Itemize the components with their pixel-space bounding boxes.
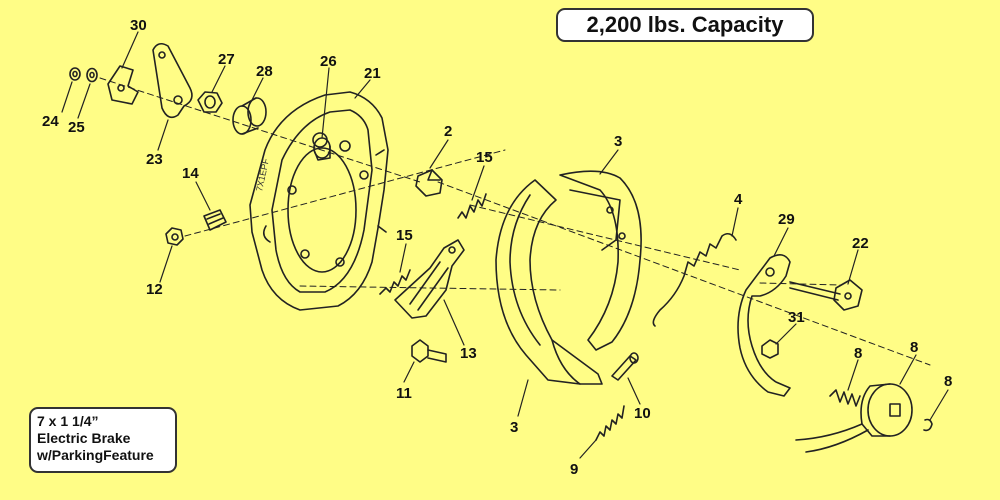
part-13-lever-plate [394,239,465,319]
callout-10: 10 [634,405,651,422]
part-24-nut [69,67,81,81]
callout-13: 13 [460,345,477,362]
backing-plate-stamp: 7X1EPF [254,157,271,192]
description-line-feature: w/ParkingFeature [37,447,154,463]
callout-11: 11 [396,385,412,402]
capacity-label: 2,200 lbs. Capacity [556,8,814,42]
description-line-type: Electric Brake [37,430,131,446]
assembly-axis-lines [99,77,931,366]
part-8-retaining-clip [923,418,933,432]
callout-15-lower: 15 [396,227,413,244]
part-12-nut [165,227,184,246]
part-28-bushing [232,97,267,135]
callout-2: 2 [444,123,452,140]
callout-3-top: 3 [614,133,622,150]
part-22-stud [789,279,863,311]
callout-27: 27 [218,51,235,68]
callout-8-magnet: 8 [910,339,918,356]
part-21-backing-plate [249,91,389,311]
callout-25: 25 [68,119,85,136]
part-11-bolt [411,339,447,363]
part-15-spring-upper [457,193,487,219]
part-31-nut [761,339,779,359]
callout-leader-lines [61,31,949,459]
callout-31: 31 [788,309,805,326]
part-29-parking-lever [737,254,791,397]
part-3-brake-shoe-rear [559,170,642,351]
callout-29: 29 [778,211,795,228]
callout-24: 24 [42,113,59,130]
part-4-return-spring [652,232,737,327]
brake-description-box: 7 x 1 1/4” Electric Brake w/ParkingFeatu… [29,407,177,473]
part-number-callouts: 30 27 28 26 21 24 25 23 2 15 3 14 4 29 2… [42,17,952,478]
callout-8-clip: 8 [944,373,952,390]
part-30-bracket [107,65,139,105]
callout-22: 22 [852,235,869,252]
callout-28: 28 [256,63,273,80]
callout-15-upper: 15 [476,149,493,166]
callout-8-spring: 8 [854,345,862,362]
callout-30: 30 [130,17,147,34]
callout-4: 4 [734,191,743,208]
part-8-magnet [795,383,913,453]
part-10-pin [611,352,639,381]
part-2-adjuster-plug [415,169,443,197]
part-3-brake-shoe-front [495,179,603,385]
part-27-hex-nut [197,91,223,113]
callout-23: 23 [146,151,163,168]
part-8-magnet-spring [829,389,861,407]
callout-14: 14 [182,165,199,182]
part-9-spring [595,405,625,441]
part-14-clip [203,209,227,231]
part-25-washer [86,67,98,83]
callout-21: 21 [364,65,381,82]
callout-12: 12 [146,281,163,298]
part-15-spring-lower [379,269,411,295]
callout-9: 9 [570,461,578,478]
description-line-size: 7 x 1 1/4” [37,413,99,429]
callout-26: 26 [320,53,337,70]
part-23-parking-lever [152,42,193,119]
callout-3-bottom: 3 [510,419,518,436]
